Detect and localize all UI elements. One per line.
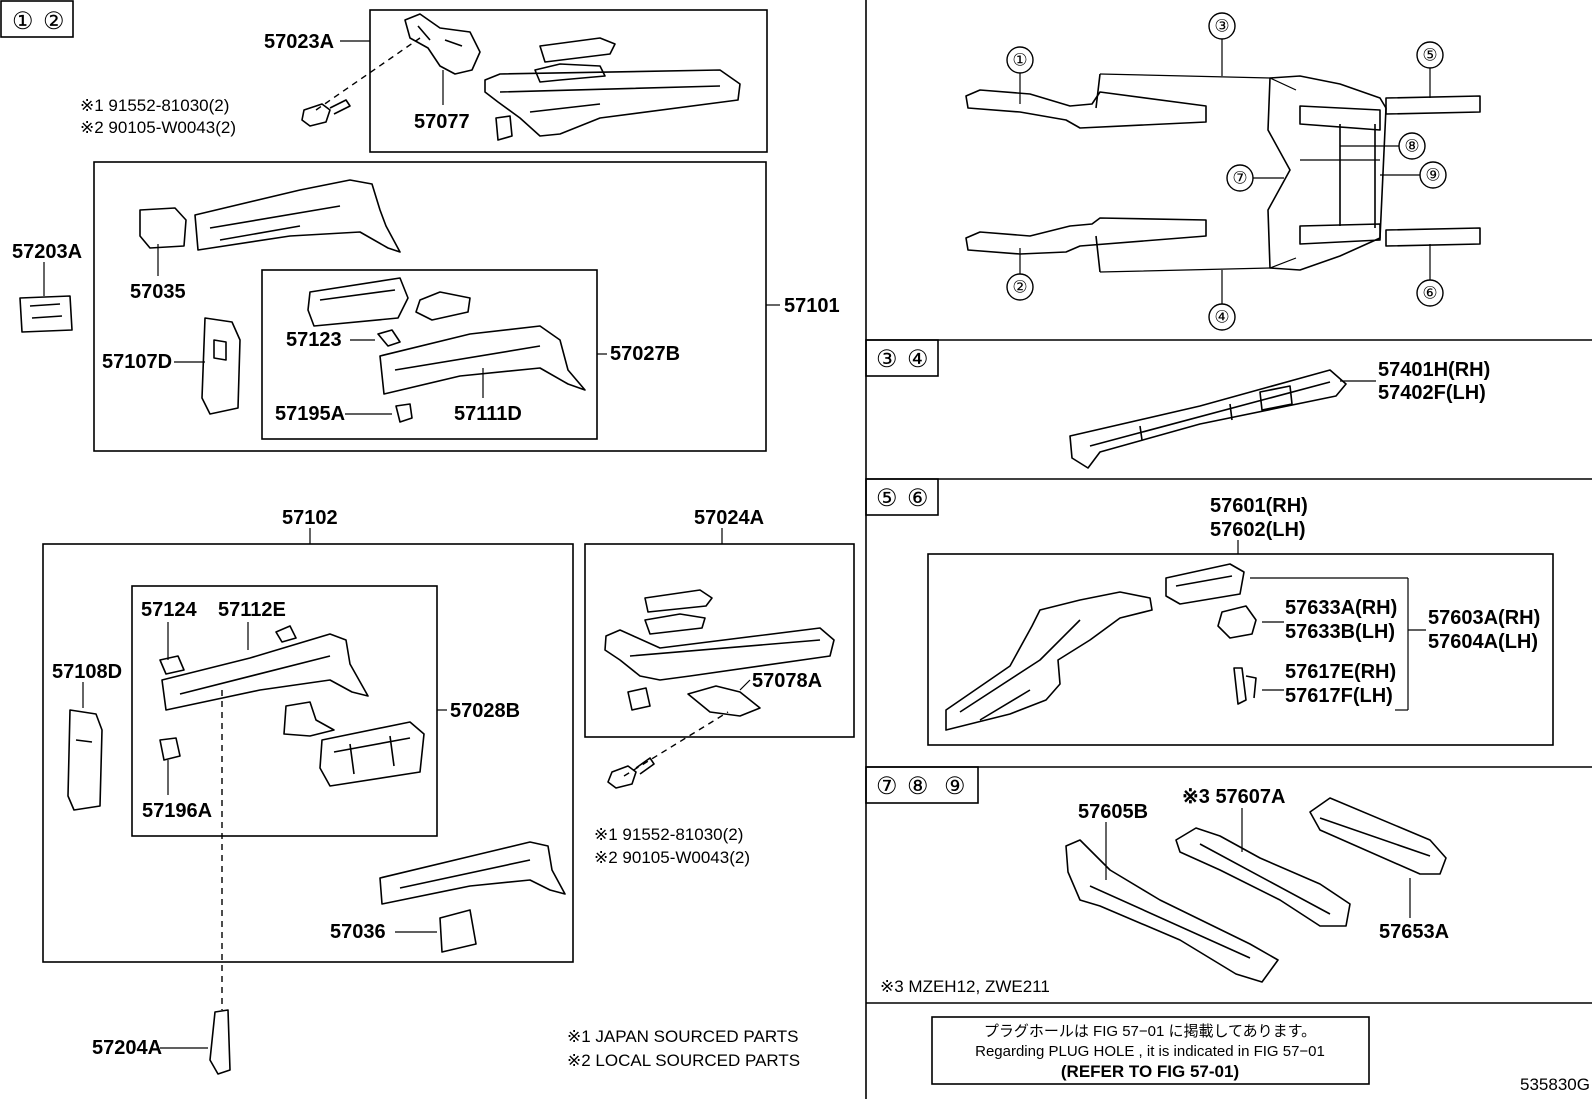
svg-text:⑧: ⑧ [1404, 137, 1419, 156]
label-bolt-top-1: ※1 91552-81030(2) [80, 96, 229, 115]
svg-text:⑨: ⑨ [944, 773, 966, 800]
frame-overview: ① ② ③ ④ ⑤ ⑥ ⑦ ⑧ ⑨ [965, 12, 1481, 331]
label-57401H: 57401H(RH) [1378, 359, 1490, 381]
svg-text:⑥: ⑥ [1422, 284, 1437, 303]
crossmember-57605B-drawing [1065, 839, 1279, 983]
label-57601: 57601(RH) [1210, 495, 1308, 517]
label-57101: 57101 [784, 295, 840, 317]
label-57023A: 57023A [264, 31, 334, 53]
bolt-mid-drawing [607, 757, 655, 789]
box-57102 [42, 543, 574, 963]
crossmember-57653A-drawing [1309, 797, 1447, 875]
label-57605B: 57605B [1078, 801, 1148, 823]
plug-hole-note-box [931, 1016, 1370, 1085]
label-57111D: 57111D [454, 403, 522, 425]
svg-text:⑨: ⑨ [1425, 166, 1440, 185]
member-upper-57101-drawing [194, 179, 401, 253]
note-local-sourced: ※2 LOCAL SOURCED PARTS [567, 1051, 800, 1070]
label-57035: 57035 [130, 281, 186, 303]
post-57107D-drawing [201, 317, 241, 415]
box-57101 [93, 161, 767, 452]
box-57028B [131, 585, 438, 837]
figure-id: 535830G [1520, 1075, 1590, 1094]
member-57024A-drawing [604, 627, 835, 681]
section-tag-3-4: ③ ④ [865, 339, 939, 377]
svg-text:⑦: ⑦ [1232, 169, 1247, 188]
label-57204A: 57204A [92, 1037, 162, 1059]
label-57123: 57123 [286, 329, 342, 351]
label-57196A: 57196A [142, 800, 212, 822]
svg-text:⑥: ⑥ [907, 485, 929, 512]
label-57617F: 57617F(LH) [1285, 685, 1393, 707]
bracket-57023A-drawing [404, 13, 481, 75]
post-57108D-drawing [67, 709, 103, 811]
label-57203A: 57203A [12, 241, 82, 263]
bolt-top-drawing [301, 99, 351, 127]
label-57617E: 57617E(RH) [1285, 661, 1396, 683]
svg-text:④: ④ [907, 346, 929, 373]
svg-text:①: ① [12, 8, 34, 35]
label-57402F: 57402F(LH) [1378, 382, 1486, 404]
member-57112E-drawing [161, 633, 369, 711]
note-japan-sourced: ※1 JAPAN SOURCED PARTS [567, 1027, 799, 1046]
label-57077: 57077 [414, 111, 470, 133]
label-57603A: 57603A(RH) [1428, 607, 1540, 629]
bracket-57204A-drawing [209, 1009, 231, 1075]
label-57024A: 57024A [694, 507, 764, 529]
svg-text:⑤: ⑤ [876, 485, 898, 512]
label-bolt-top-2: ※2 90105-W0043(2) [80, 118, 236, 137]
label-57124: 57124 [141, 599, 197, 621]
svg-text:③: ③ [876, 346, 898, 373]
note-plug-ref: (REFER TO FIG 57-01) [1061, 1062, 1239, 1081]
member-57077-drawing [484, 69, 741, 137]
member-lower-57111D-drawing [379, 325, 586, 395]
note-plug-en: Regarding PLUG HOLE , it is indicated in… [975, 1043, 1325, 1060]
label-57102: 57102 [282, 507, 338, 529]
label-57112E: 57112E [218, 599, 286, 621]
svg-text:①: ① [1012, 51, 1027, 70]
member-57601-drawing [945, 591, 1153, 731]
svg-text:②: ② [43, 8, 65, 35]
svg-text:⑤: ⑤ [1422, 46, 1437, 65]
label-57078A: 57078A [752, 670, 822, 692]
svg-text:④: ④ [1214, 308, 1229, 327]
section-tag-5-6: ⑤ ⑥ [865, 478, 939, 516]
label-57602: 57602(LH) [1210, 519, 1306, 541]
bracket-57203A-drawing [19, 295, 73, 333]
svg-text:⑦: ⑦ [876, 773, 898, 800]
label-57604A: 57604A(LH) [1428, 631, 1538, 653]
svg-text:②: ② [1012, 278, 1027, 297]
label-57036: 57036 [330, 921, 386, 943]
label-57195A: 57195A [275, 403, 345, 425]
label-57108D: 57108D [52, 661, 122, 683]
box-57601 [927, 553, 1554, 746]
note-model: ※3 MZEH12, ZWE211 [880, 977, 1050, 996]
label-bolt-mid-1: ※1 91552-81030(2) [594, 825, 743, 844]
svg-text:③: ③ [1214, 17, 1229, 36]
label-57028B: 57028B [450, 700, 520, 722]
section-tag-7-8-9: ⑦ ⑧ ⑨ [865, 766, 979, 804]
box-57023A [369, 9, 768, 153]
note-plug-jp: プラグホールは FIG 57−01 に掲載してあります。 [984, 1023, 1316, 1040]
label-57633A: 57633A(RH) [1285, 597, 1397, 619]
label-57107D: 57107D [102, 351, 172, 373]
box-57024A [584, 543, 855, 738]
crossmember-57607A-drawing [1175, 827, 1351, 927]
label-57653A: 57653A [1379, 921, 1449, 943]
label-57607A: ※3 57607A [1182, 786, 1286, 808]
rocker-57401H-drawing [1069, 369, 1347, 469]
label-57027B: 57027B [610, 343, 680, 365]
svg-text:⑧: ⑧ [907, 773, 929, 800]
section-tag-1-2: ① ② [0, 0, 74, 38]
label-57633B: 57633B(LH) [1285, 621, 1395, 643]
label-bolt-mid-2: ※2 90105-W0043(2) [594, 848, 750, 867]
